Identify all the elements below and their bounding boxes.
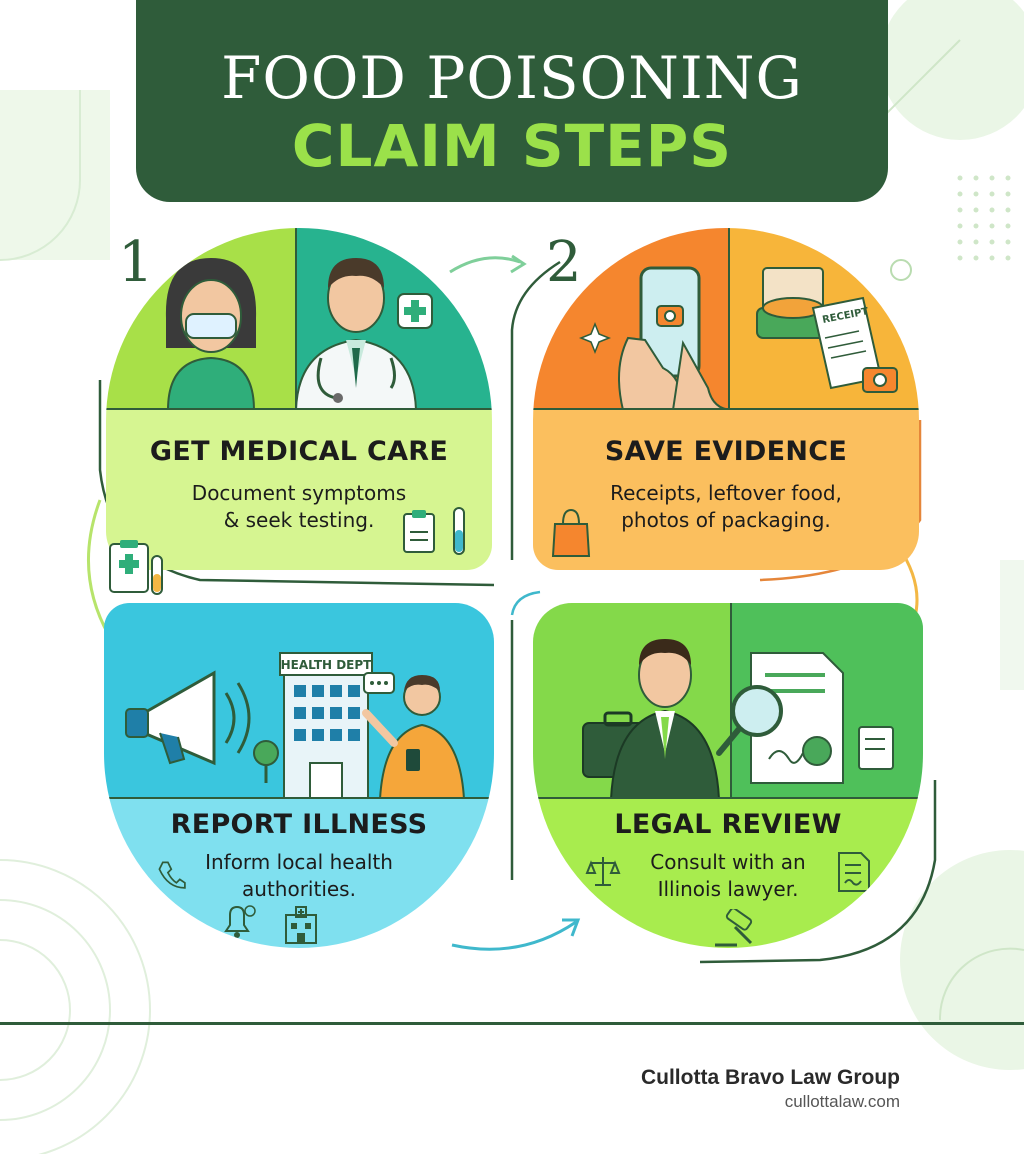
step-card-report-illness: HEALTH DEPT RE — [104, 603, 494, 948]
step-1-title: GET MEDICAL CARE — [149, 436, 449, 467]
step-card-legal-review: LEGAL REVIEW Consult with an Illinois la… — [533, 603, 923, 948]
megaphone-icon — [125, 670, 251, 766]
shopping-bag-icon — [551, 508, 591, 557]
health-dept-sign: HEALTH DEPT — [281, 658, 373, 672]
gavel-icon — [715, 909, 753, 947]
step-2-description-line-1: Receipts, leftover food, — [610, 481, 842, 505]
step-3-description-line-2: authorities. — [242, 877, 356, 901]
step-4-description-line-1: Consult with an — [650, 850, 806, 874]
title-banner: FOOD POISONING CLAIM STEPS — [136, 0, 888, 202]
step-4-description-line-2: Illinois lawyer. — [657, 877, 799, 901]
step-1-description-line-2: & seek testing. — [223, 508, 375, 532]
step-4-title: LEGAL REVIEW — [614, 809, 842, 840]
firm-url[interactable]: cullottalaw.com — [784, 1092, 900, 1111]
step-2-title: SAVE EVIDENCE — [604, 436, 848, 467]
health-dept-building-icon: HEALTH DEPT — [279, 652, 373, 799]
tree-icon — [253, 740, 279, 783]
save-evidence-illustration: RECEIPT — [533, 228, 919, 410]
scales-of-justice-icon — [585, 857, 621, 886]
title-line-1: FOOD POISONING — [221, 44, 803, 112]
step-1-description-line-1: Document symptoms — [191, 481, 407, 505]
step-card-save-evidence: RECEIPT SAVE EVIDENCE Receipts, leftover… — [533, 228, 919, 570]
step-2-description-line-2: photos of packaging. — [621, 508, 831, 532]
patient-icon — [165, 258, 257, 410]
legal-document-icon — [750, 652, 844, 784]
phone-icon — [158, 861, 186, 889]
footer-divider — [0, 1022, 1024, 1025]
magnifier-icon — [716, 685, 783, 756]
step-card-medical-care: GET MEDICAL CARE Document symptoms & see… — [106, 228, 492, 570]
speech-bubble-icon — [363, 672, 395, 694]
medical-cross-icon — [397, 293, 433, 329]
camera-icon — [862, 367, 898, 393]
contract-icon — [838, 852, 870, 892]
step-3-description-line-1: Inform local health — [205, 850, 393, 874]
report-illness-illustration: HEALTH DEPT — [104, 603, 494, 799]
small-document-icon — [858, 726, 894, 770]
firm-name: Cullotta Bravo Law Group — [640, 1066, 900, 1089]
lawyer-icon — [609, 639, 721, 799]
reporter-person-icon — [362, 675, 466, 799]
clipboard-test-tube-icon — [403, 507, 465, 555]
step-3-title: REPORT ILLNESS — [170, 809, 428, 840]
hospital-icon — [285, 906, 317, 944]
clipboard-icon — [109, 540, 163, 595]
bell-alert-icon — [224, 905, 256, 938]
title-line-2: CLAIM STEPS — [291, 112, 733, 180]
medical-care-illustration — [106, 228, 492, 410]
legal-review-illustration — [533, 603, 923, 799]
doctor-icon — [294, 258, 418, 410]
phone-camera-icon — [618, 266, 734, 410]
